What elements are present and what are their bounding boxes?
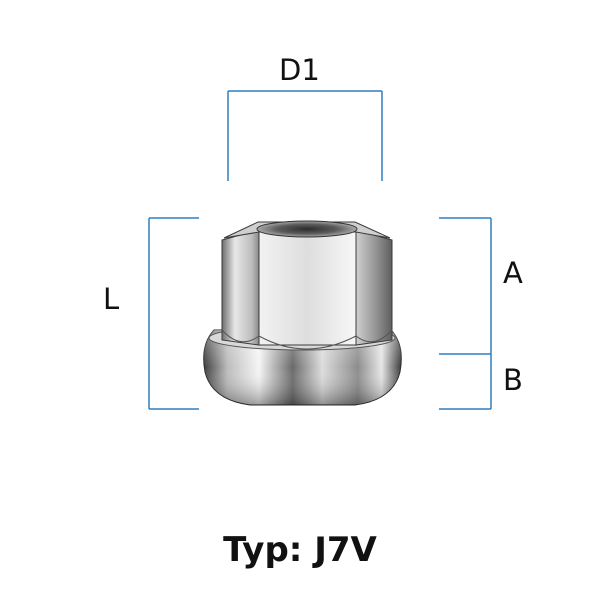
hex-face-center [258, 229, 357, 346]
b-label: B [503, 363, 523, 397]
l-label: L [103, 282, 120, 316]
nut-bore [256, 220, 358, 238]
hex-face-right [355, 229, 393, 346]
lug-nut-image [203, 220, 402, 406]
d1-label: D1 [279, 53, 320, 87]
hex-face-left [221, 229, 260, 346]
type-caption: Typ: J7V [223, 530, 377, 570]
a-label: A [503, 256, 523, 290]
